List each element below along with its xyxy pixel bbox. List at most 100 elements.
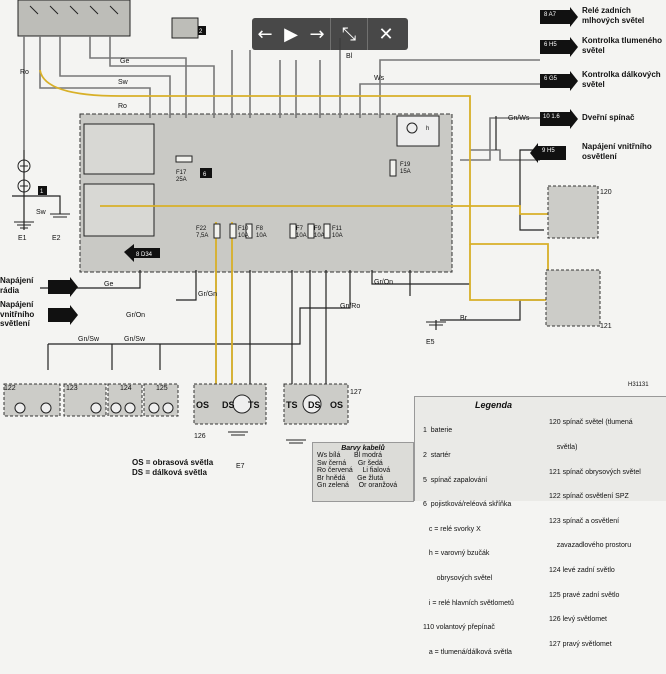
legend-entry: 121 spínač obrysových světel <box>549 468 641 476</box>
ref-10-16: 10 1.6 <box>543 114 560 120</box>
headlight-127-number: 127 <box>350 389 362 396</box>
wire-label-gn-ro: Gn/Ro <box>340 303 360 310</box>
ref-6h5: 6 H5 <box>544 42 557 48</box>
fuse-f17-label: F17 <box>176 170 187 176</box>
legend-entry: 125 pravé zadní světlo <box>549 591 620 599</box>
cable-color-table: Barvy kabelů Ws bílá Bl modrá Sw černá G… <box>312 442 414 502</box>
component-123-number: 123 <box>66 385 78 392</box>
component-124-number: 124 <box>120 385 132 392</box>
lamp-ts-left: TS <box>248 400 260 410</box>
battery-symbol <box>14 159 446 444</box>
legend-entry: 5 spínač zapalování <box>423 476 488 484</box>
wire-label-ge: Ge <box>120 58 129 65</box>
legend-title: Legenda <box>475 400 513 410</box>
ref-8a7: 8 A7 <box>544 12 557 18</box>
collapse-icon[interactable]: ⤡ <box>341 23 357 45</box>
cable-color-row: Sw černá Gr šedá <box>317 459 383 467</box>
lamp-ds-left: DS <box>222 400 235 410</box>
lamp-ts-right: TS <box>286 400 298 410</box>
ref-interior-text1: Napájení <box>0 300 34 309</box>
ref-10-16-text1: Dveřní spínač <box>582 113 635 122</box>
switch-120 <box>547 185 599 239</box>
component-125-number: 125 <box>156 385 168 392</box>
relay-six-number: 6 <box>203 172 207 178</box>
wiring-diagram: 2 h 6 F17 <box>3 0 649 470</box>
lamp-os-left: OS <box>196 400 209 410</box>
wire-label-gn-ws: Gn/Ws <box>508 115 530 122</box>
legend-entry: světla) <box>549 444 578 452</box>
fuse-f11-rating: 10A <box>332 233 343 239</box>
fuse-f9-label: F9 <box>314 226 322 232</box>
ground-e1: E1 <box>18 235 27 242</box>
fuse-f7-label: F7 <box>296 226 304 232</box>
wire-label-sw: Sw <box>118 79 129 86</box>
wire-label-ws: Ws <box>374 75 385 82</box>
ref-6g5-text2: světel <box>582 80 605 89</box>
wire-label-gr-gn: Gr/Gn <box>198 291 217 298</box>
legend-entry: 6 pojistková/reléová skříňka <box>423 501 512 509</box>
close-icon[interactable]: ✕ <box>378 23 394 45</box>
ref-8a7-text1: Relé zadních <box>582 6 631 15</box>
image-viewer-toolbar: ← ▶ → ⤡ ✕ <box>252 18 408 50</box>
wire-label-gr-on: Gr/On <box>374 279 393 286</box>
lamp-os-right: OS <box>330 400 343 410</box>
switch-121 <box>545 269 601 327</box>
fuse-f19-rating: 15A <box>400 169 411 175</box>
fuse-f22-label: F22 <box>196 226 207 232</box>
legend-entry: 123 spínač a osvětlení <box>549 517 620 525</box>
legend-entry: 122 spínač osvětlení SPZ <box>549 493 629 501</box>
legend-entry: zavazadlového prostoru <box>549 542 632 550</box>
wire-label-bl: Bl <box>346 53 353 60</box>
legend-entry: 120 spínač světel (tlumená <box>549 419 633 427</box>
ref-radio-text1: Napájení <box>0 276 34 285</box>
ground-e7: E7 <box>236 463 245 470</box>
wire-label-br: Br <box>460 315 468 322</box>
legend-entry: 110 volantový přepínač <box>423 624 495 632</box>
lamp-abbreviation-caption: OS = obrasová světla DS = dálková světla <box>132 458 213 478</box>
fuse-f8-rating: 10A <box>256 233 267 239</box>
previous-arrow-icon[interactable]: ← <box>257 23 273 45</box>
lamp-ds-right: DS <box>308 400 321 410</box>
play-icon[interactable]: ▶ <box>284 23 298 45</box>
ground-e5: E5 <box>426 339 435 346</box>
toolbar-divider <box>367 18 368 50</box>
wire-label-gr-on-left: Gr/On <box>126 312 145 319</box>
fuse-f17-rating: 25A <box>176 177 187 183</box>
legend-entry: 126 levý světlomet <box>549 616 607 624</box>
fuse-f11-label: F11 <box>332 226 343 232</box>
cable-color-row: Ws bílá Bl modrá <box>317 452 382 459</box>
ref-interior-text2: vnitřního světlení <box>0 310 35 328</box>
legend-entry: i = relé hlavních světlometů <box>423 599 514 607</box>
legend-entry: 127 pravý světlomet <box>549 640 612 648</box>
legend-entry: 1 baterie <box>423 427 453 435</box>
legend-entry: 2 startér <box>423 452 451 460</box>
fuse-f10-rating: 10A <box>238 233 249 239</box>
wire-label-sw-2: Sw <box>36 209 47 216</box>
ref-9h5: 9 H5 <box>542 148 555 154</box>
ref-6h5-text2: světel <box>582 46 605 55</box>
legend-entry: 124 levé zadní světlo <box>549 567 615 575</box>
legend-entry: h = varovný bzučák <box>423 550 490 558</box>
cable-color-row: Ro červená Li fialová <box>317 467 391 474</box>
wire-label-ro-2: Ro <box>118 103 127 110</box>
legend-column-1: 1 baterie 2 startér 5 spínač zapalování … <box>423 411 514 674</box>
cable-color-row: Br hnědá Ge žlutá <box>317 474 384 482</box>
ref-radio-text2: rádia <box>0 286 20 295</box>
legend-entry: obrysových světel <box>423 575 493 583</box>
fuse-f19-label: F19 <box>400 162 411 168</box>
osds-line1: OS = obrasová světla <box>132 458 214 467</box>
ground-e2: E2 <box>52 235 61 242</box>
switch-121-number: 121 <box>600 323 612 330</box>
legend-column-2: 120 spínač světel (tlumená světla) 121 s… <box>549 403 641 666</box>
next-arrow-icon[interactable]: → <box>309 23 325 45</box>
ref-d34: 8 D34 <box>136 252 153 258</box>
wire-label-ge-2: Ge <box>104 281 113 288</box>
starter-number: 2 <box>199 29 203 35</box>
ref-9h5-text1: Napájení vnitřního <box>582 142 652 151</box>
wire-label-gn-sw-2: Gn/Sw <box>124 336 146 343</box>
legend-entry: c = relé svorky X <box>423 525 481 533</box>
legend-panel: Legenda 1 baterie 2 startér 5 spínač zap… <box>414 396 666 656</box>
fuse-f7-rating: 10A <box>296 233 307 239</box>
cable-color-row: Gn zelená Or oranžová <box>317 482 398 489</box>
osds-line2: DS = dálková světla <box>132 468 207 477</box>
